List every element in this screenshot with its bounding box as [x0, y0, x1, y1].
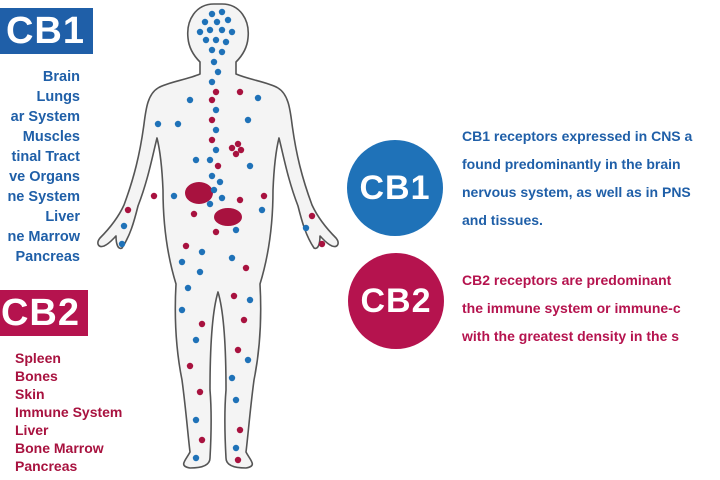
cb2-organ: Bone Marrow	[15, 440, 104, 456]
cb2-organ-list: Spleen Bones Skin Immune System Liver Bo…	[15, 349, 165, 475]
human-body-figure	[97, 3, 339, 469]
cb2-description-line: with the greatest density in the s	[462, 328, 680, 344]
cb1-description: CB1 receptors expressed in CNS a found p…	[462, 122, 720, 234]
cb1-description-line: nervous system, as well as in PNS	[462, 184, 691, 200]
organ-pancreas	[214, 208, 242, 226]
cb1-organ: Brain	[42, 69, 80, 85]
cb2-organ: Pancreas	[15, 458, 78, 474]
organ-spleen	[185, 182, 213, 204]
cb2-description: CB2 receptors are predominant the immune…	[462, 266, 720, 350]
cb1-organ: ne System	[7, 189, 80, 205]
cb1-organ: Liver	[45, 209, 80, 225]
body-silhouette	[97, 3, 339, 469]
cb1-circle-badge: CB1	[347, 140, 443, 236]
cb2-organ: Liver	[15, 422, 49, 438]
cb1-organ-list: Brain Lungs ar System Muscles tinal Trac…	[0, 67, 80, 267]
cb2-organ: Immune System	[15, 404, 123, 420]
cb1-description-line: CB1 receptors expressed in CNS a	[462, 128, 693, 144]
cb1-organ: ve Organs	[9, 169, 80, 185]
cb1-organ: Pancreas	[15, 249, 81, 265]
cb1-organ: ne Marrow	[7, 229, 80, 245]
cb1-organ: Lungs	[36, 89, 81, 105]
cb2-circle-badge: CB2	[348, 253, 444, 349]
cb2-organ: Skin	[15, 386, 45, 402]
cb1-organ: Muscles	[22, 129, 80, 145]
cb1-organ: ar System	[10, 109, 80, 125]
cb1-description-line: found predominantly in the brain	[462, 156, 681, 172]
cb1-header: CB1	[0, 8, 93, 54]
cb1-organ: tinal Tract	[11, 149, 81, 165]
cb2-description-line: the immune system or immune-c	[462, 300, 681, 316]
cb2-header: CB2	[0, 290, 88, 336]
cb2-organ: Spleen	[15, 350, 61, 366]
cb2-organ: Bones	[15, 368, 58, 384]
cb2-description-line: CB2 receptors are predominant	[462, 272, 672, 288]
receptor-dots	[118, 8, 326, 464]
cb1-description-line: and tissues.	[462, 212, 543, 228]
